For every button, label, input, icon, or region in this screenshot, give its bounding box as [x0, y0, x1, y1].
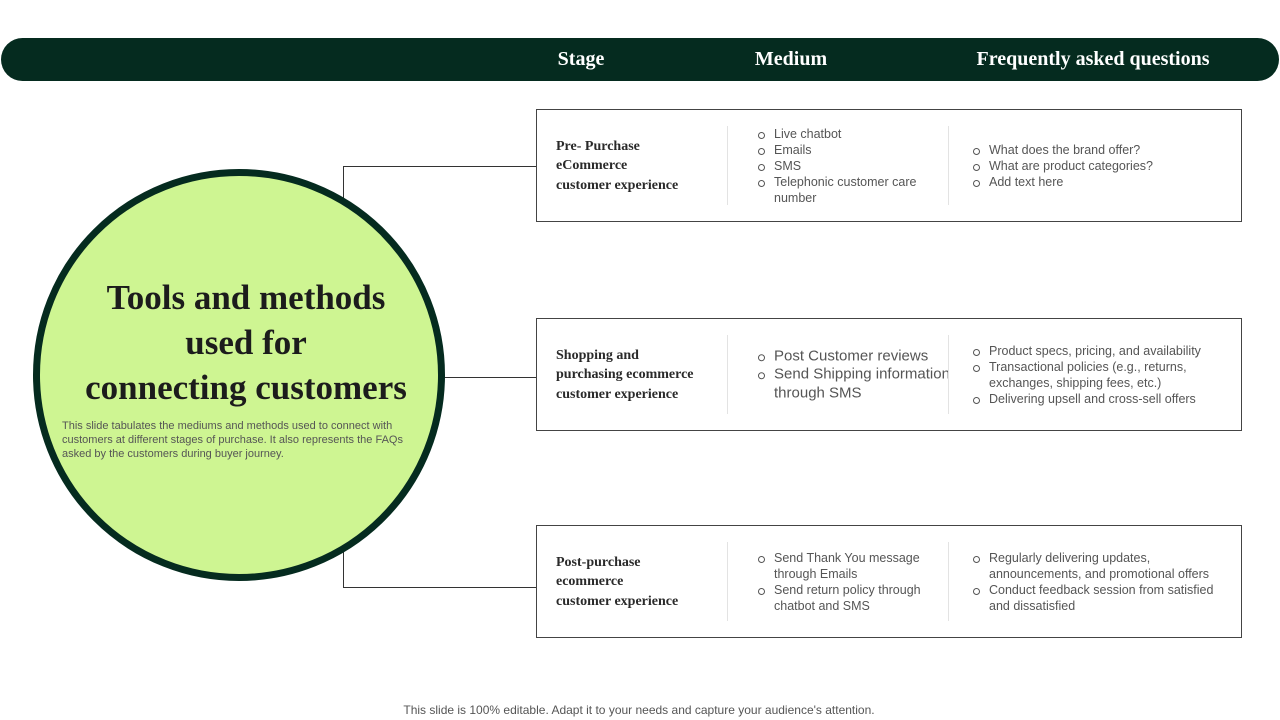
- column-divider: [948, 542, 949, 621]
- list-item: Transactional policies (e.g., returns, e…: [971, 359, 1233, 391]
- stage-label: Pre- Purchase eCommerce customer experie…: [556, 136, 716, 195]
- medium-list: Live chatbot Emails SMS Telephonic custo…: [756, 126, 956, 206]
- list-item: Add text here: [971, 174, 1233, 190]
- list-item: Post Customer reviews: [756, 347, 956, 366]
- list-item: Emails: [756, 142, 956, 158]
- medium-list: Post Customer reviews Send Shipping info…: [756, 347, 956, 403]
- list-item: Product specs, pricing, and availability: [971, 343, 1233, 359]
- list-item: What does the brand offer?: [971, 142, 1233, 158]
- stage-label: Shopping and purchasing ecommerce custom…: [556, 345, 716, 404]
- list-item: SMS: [756, 158, 956, 174]
- stage-label-line: Pre- Purchase: [556, 138, 640, 154]
- stage-label-line: Post-purchase: [556, 554, 641, 570]
- list-item: Send return policy through chatbot and S…: [756, 582, 956, 614]
- stage-label-line: Shopping and: [556, 347, 639, 363]
- connector-top-horizontal: [343, 166, 536, 167]
- faq-list: Product specs, pricing, and availability…: [971, 343, 1233, 407]
- stage-label-line: customer experience: [556, 593, 679, 609]
- column-divider: [948, 335, 949, 414]
- medium-list: Send Thank You message through Emails Se…: [756, 550, 956, 614]
- stage-label-line: customer experience: [556, 386, 679, 402]
- title-line: connecting customers: [85, 368, 407, 407]
- header-faq: Frequently asked questions: [976, 48, 1210, 70]
- column-divider: [727, 542, 728, 621]
- title-line: Tools and methods: [106, 278, 386, 317]
- faq-list: What does the brand offer? What are prod…: [971, 142, 1233, 190]
- list-item: What are product categories?: [971, 158, 1233, 174]
- title-circle: Tools and methods used for connecting cu…: [33, 169, 445, 581]
- stage-label-line: ecommerce: [556, 573, 624, 589]
- header-medium: Medium: [754, 48, 828, 70]
- connector-middle-horizontal: [443, 377, 536, 378]
- stage-label-line: purchasing ecommerce: [556, 366, 694, 382]
- list-item: Send Thank You message through Emails: [756, 550, 956, 582]
- connector-top-vertical: [343, 166, 344, 199]
- column-divider: [948, 126, 949, 205]
- connector-bottom-horizontal: [343, 587, 536, 588]
- footer-note: This slide is 100% editable. Adapt it to…: [403, 703, 875, 717]
- faq-list: Regularly delivering updates, announceme…: [971, 550, 1233, 614]
- stage-box-shopping: Shopping and purchasing ecommerce custom…: [536, 318, 1242, 431]
- stage-label-line: customer experience: [556, 177, 679, 193]
- slide-title: Tools and methods used for connecting cu…: [40, 275, 452, 410]
- list-item: Live chatbot: [756, 126, 956, 142]
- stage-box-post-purchase: Post-purchase ecommerce customer experie…: [536, 525, 1242, 638]
- list-item: Delivering upsell and cross-sell offers: [971, 391, 1233, 407]
- list-item: Telephonic customer care number: [756, 174, 956, 206]
- table-header-bar: Stage Medium Frequently asked questions: [1, 38, 1279, 81]
- column-divider: [727, 126, 728, 205]
- column-divider: [727, 335, 728, 414]
- stage-box-pre-purchase: Pre- Purchase eCommerce customer experie…: [536, 109, 1242, 222]
- header-stage: Stage: [557, 48, 605, 70]
- list-item: Send Shipping information through SMS: [756, 365, 956, 402]
- title-line: used for: [185, 323, 307, 362]
- slide-description: This slide tabulates the mediums and met…: [62, 420, 403, 460]
- list-item: Conduct feedback session from satisfied …: [971, 582, 1233, 614]
- stage-label: Post-purchase ecommerce customer experie…: [556, 552, 716, 611]
- connector-bottom-vertical: [343, 551, 344, 588]
- stage-label-line: eCommerce: [556, 157, 628, 173]
- list-item: Regularly delivering updates, announceme…: [971, 550, 1233, 582]
